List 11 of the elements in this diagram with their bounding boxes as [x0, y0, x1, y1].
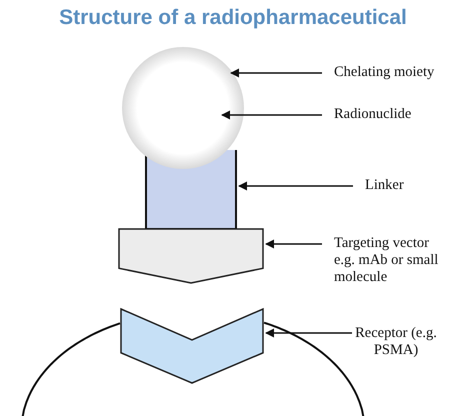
leader-arrow	[230, 68, 322, 78]
part-label: Receptor (e.g. PSMA)	[354, 325, 438, 359]
leader-arrow	[238, 182, 353, 190]
leader-arrow	[265, 328, 352, 338]
title: Structure of a radiopharmaceutical	[58, 6, 408, 30]
leader-arrow	[221, 110, 322, 120]
part-label: Linker	[365, 177, 405, 194]
part-label: Chelating moiety	[334, 64, 436, 81]
part-label: Radionuclide	[334, 106, 412, 123]
part-label: Targeting vector e.g. mAb or small molecule	[334, 235, 440, 286]
leader-arrow	[265, 240, 322, 248]
